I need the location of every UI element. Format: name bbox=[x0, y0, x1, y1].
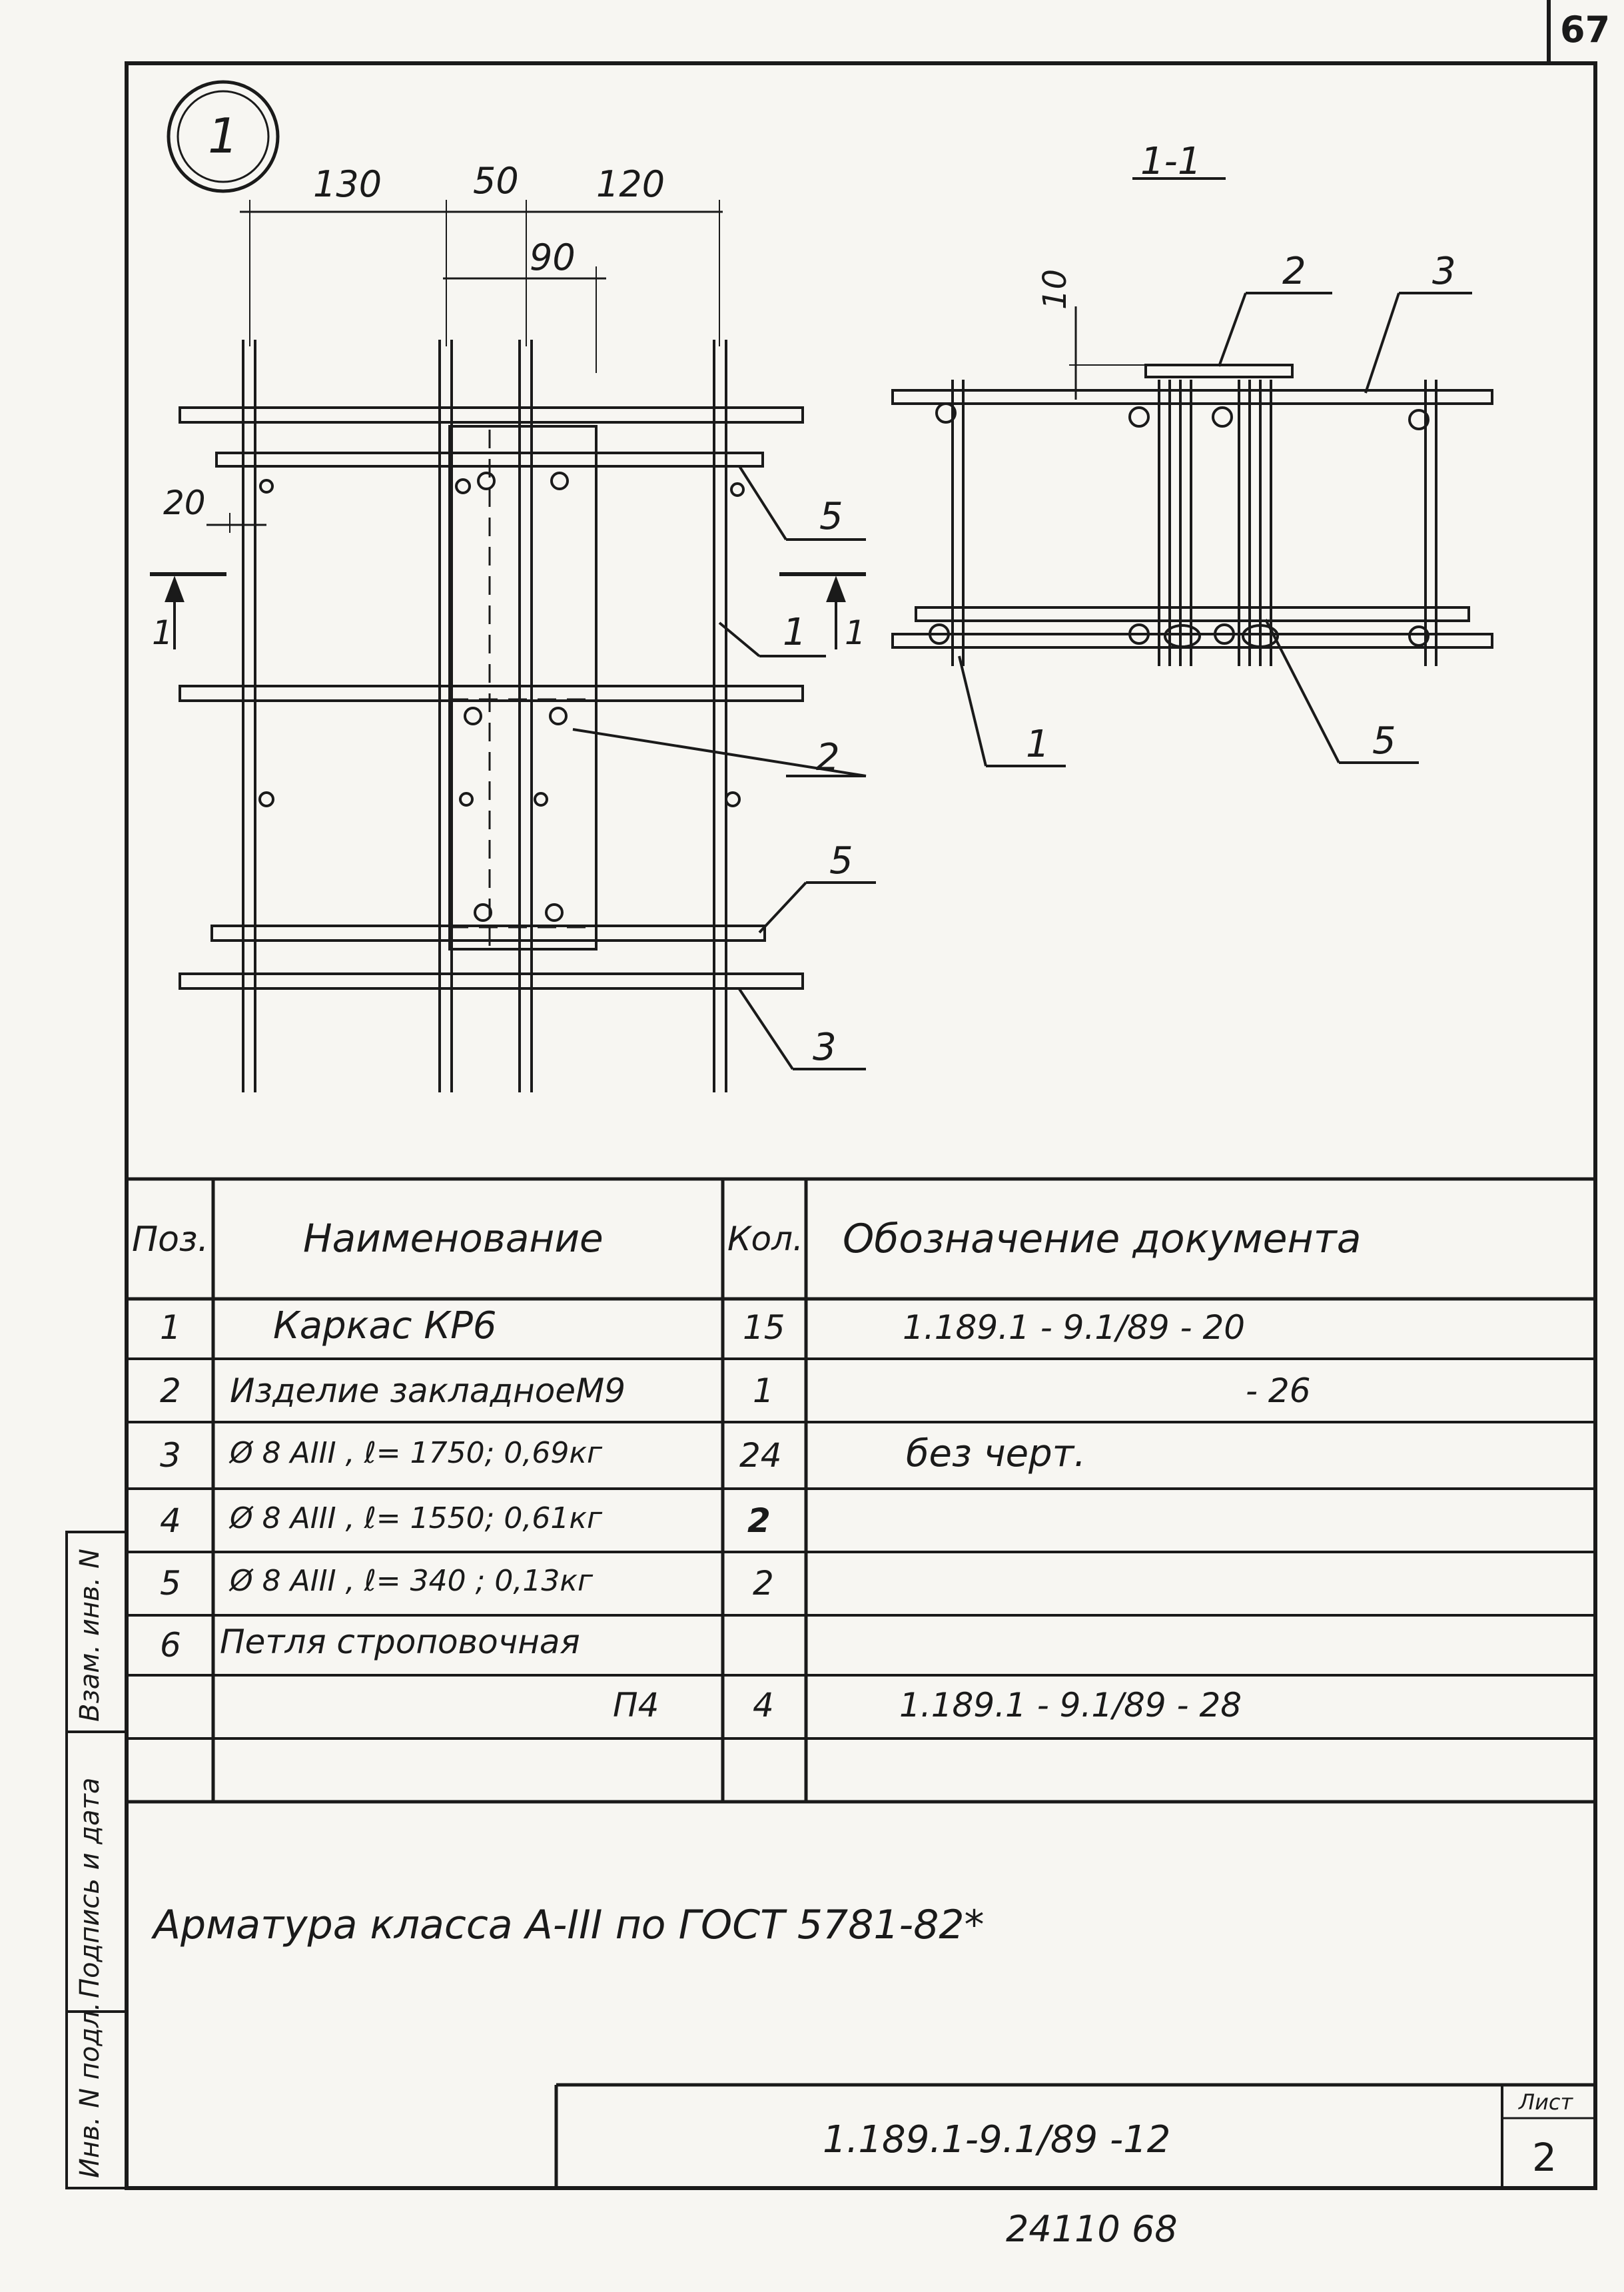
title-block-grid bbox=[554, 2083, 1595, 2188]
document-designation: 1.189.1-9.1/89 -12 bbox=[823, 2118, 1171, 2161]
plan-callout-2: 2 bbox=[816, 736, 840, 779]
section-callout-1: 1 bbox=[1026, 723, 1050, 766]
sheet-number: 2 bbox=[1532, 2135, 1557, 2180]
row-2-qty: 1 bbox=[753, 1371, 774, 1410]
row-4-qty: 2 bbox=[747, 1501, 771, 1540]
row-2-doc: - 26 bbox=[1246, 1371, 1311, 1410]
corner-sheet-number: 67 bbox=[1560, 9, 1611, 51]
section-title: 1-1 bbox=[1140, 140, 1202, 183]
row-7-doc: 1.189.1 - 9.1/89 - 28 bbox=[899, 1686, 1242, 1724]
row-4-pos: 4 bbox=[160, 1501, 181, 1540]
header-doc: Обозначение документа bbox=[843, 1216, 1362, 1262]
row-5-pos: 5 bbox=[160, 1564, 181, 1603]
view-number: 1 bbox=[208, 108, 238, 164]
row-3-doc: без черт. bbox=[906, 1432, 1086, 1475]
spec-table-grid bbox=[127, 1177, 1595, 1804]
row-2-pos: 2 bbox=[160, 1371, 181, 1410]
row-1-doc: 1.189.1 - 9.1/89 - 20 bbox=[903, 1308, 1246, 1347]
dim-50: 50 bbox=[473, 160, 519, 202]
header-name: Наименование bbox=[303, 1216, 604, 1261]
row-5-qty: 2 bbox=[753, 1564, 774, 1603]
row-4-name: Ø 8 AIII , ℓ= 1550; 0,61кг bbox=[230, 1501, 603, 1535]
bottom-inventory-number: 24110 68 bbox=[1006, 2208, 1178, 2250]
row-3-name: Ø 8 AIII , ℓ= 1750; 0,69кг bbox=[230, 1436, 603, 1470]
plan-callout-5-bottom: 5 bbox=[829, 839, 853, 883]
row-6-pos: 6 bbox=[160, 1626, 181, 1665]
view-number-circle bbox=[167, 80, 280, 193]
plan-callout-5-top: 5 bbox=[819, 495, 843, 538]
section-callout-5: 5 bbox=[1372, 719, 1396, 763]
section-callout-2: 2 bbox=[1282, 250, 1306, 293]
row-5-name: Ø 8 AIII , ℓ= 340 ; 0,13кг bbox=[230, 1564, 594, 1598]
row-1-qty: 15 bbox=[743, 1308, 785, 1347]
header-pos: Поз. bbox=[132, 1220, 209, 1260]
side-label-replace-inv: Взам. инв. N bbox=[75, 1549, 105, 1722]
row-2-name: Изделие закладноеМ9 bbox=[230, 1371, 626, 1410]
frame-border bbox=[125, 61, 1597, 2190]
plan-callout-1: 1 bbox=[783, 611, 807, 654]
dim-120: 120 bbox=[596, 163, 665, 205]
row-1-pos: 1 bbox=[160, 1308, 181, 1347]
row-6-name: Петля строповочная bbox=[220, 1623, 580, 1661]
row-7-name: П4 bbox=[613, 1686, 659, 1724]
side-label-sign-date: Подпись и дата bbox=[75, 1777, 105, 1998]
section-view bbox=[891, 177, 1493, 767]
row-3-qty: 24 bbox=[739, 1436, 782, 1475]
dim-90: 90 bbox=[530, 236, 576, 278]
dim-10: 10 bbox=[1036, 268, 1074, 310]
row-3-pos: 3 bbox=[160, 1436, 181, 1475]
side-stamp-strip bbox=[65, 1531, 128, 2189]
row-1-name: Каркас КР6 bbox=[273, 1304, 497, 1347]
section-mark-left: 1 bbox=[152, 613, 173, 652]
side-label-inv-orig: Инв. N подл. bbox=[75, 2002, 105, 2178]
plan-view bbox=[150, 200, 876, 1092]
section-mark-right: 1 bbox=[845, 613, 866, 652]
dim-130: 130 bbox=[313, 163, 382, 205]
reinforcement-note: Арматура класса А-III по ГОСТ 5781-82* bbox=[153, 1902, 985, 1948]
header-qty: Кол. bbox=[727, 1220, 803, 1258]
plan-callout-3: 3 bbox=[813, 1026, 837, 1069]
section-callout-3: 3 bbox=[1432, 250, 1456, 293]
dim-20: 20 bbox=[163, 484, 206, 522]
sheet-label: Лист bbox=[1519, 2090, 1573, 2115]
row-7-qty: 4 bbox=[753, 1686, 774, 1724]
